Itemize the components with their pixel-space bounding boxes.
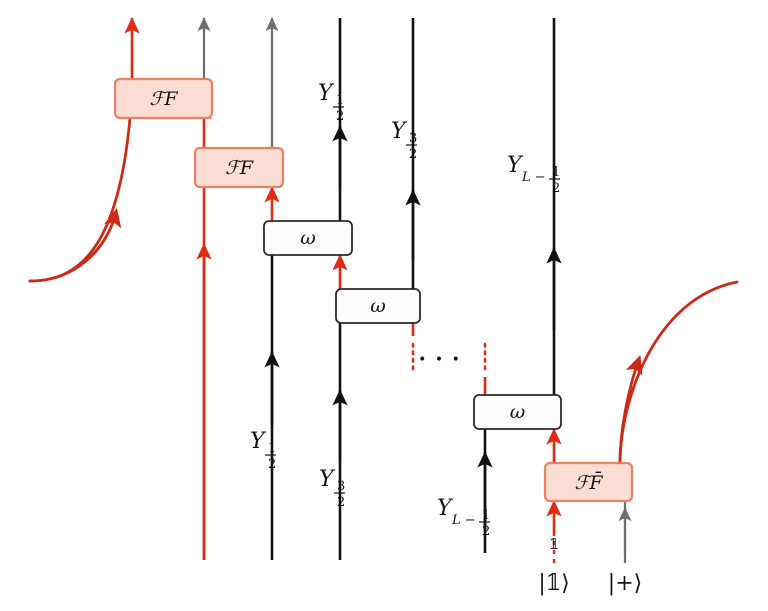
label-y-Lhalf-top-sub: L − [521,170,546,185]
curves-layer [28,116,739,466]
label-y-half-bottom: Y 1 2 [250,429,276,472]
label-y-3half-bottom-den: 2 [337,495,345,510]
label-y-Lhalf-bottom-sub: L − [451,513,476,528]
left-red-curve [28,116,132,283]
gate-f-2[interactable]: ℱF [193,146,285,189]
gate-f-2-box[interactable] [193,146,285,189]
label-y-half-top-base: Y [318,81,335,106]
gate-omega-2[interactable]: ω [335,288,421,324]
gate-fbar-box[interactable] [543,461,634,503]
gate-omega-2-box[interactable] [335,288,421,324]
label-y-Lhalf-top-num: 1 [552,165,560,180]
gate-f-1-box[interactable] [113,77,214,120]
gate-omega-3-box[interactable] [473,394,562,430]
label-y-Lhalf-bottom-num: 1 [482,508,490,523]
left-red-curve-arrowhead [28,207,122,283]
label-y-half-bottom-num: 1 [268,441,276,456]
gate-f-2-label: ℱF [225,157,254,179]
label-y-half-bottom-base: Y [250,429,267,454]
label-y-Lhalf-top-den: 2 [552,181,560,196]
label-y-3half-bottom-base: Y [319,467,336,492]
label-y-3half-top-den: 2 [409,147,417,162]
gate-omega-3[interactable]: ω [473,394,562,430]
label-y-half-top: Y 1 2 [318,81,344,124]
label-y-3half-top-num: 3 [409,131,417,146]
gate-fbar[interactable]: ℱF̄ [543,461,634,503]
gate-omega-2-label: ω [370,295,386,317]
ket-plus-label: |+⟩ [608,571,642,596]
label-y-Lhalf-bottom-base: Y [437,496,454,521]
gate-omega-1-label: ω [300,227,316,249]
identity-marker: 𝟙 [549,535,559,553]
label-y-half-bottom-den: 2 [268,457,276,472]
label-y-3half-top: Y 3 2 [391,119,417,162]
gate-omega-1-box[interactable] [263,220,353,256]
gate-f-1-label: ℱF [149,88,178,110]
ket-one-label: |𝟙⟩ [538,571,569,596]
gate-omega-1[interactable]: ω [263,220,353,256]
label-y-3half-bottom: Y 3 2 [319,467,345,510]
labels-layer: Y 1 2 Y 3 2 Y L − 1 2 Y 1 2 Y [250,81,642,596]
label-y-3half-bottom-num: 3 [337,479,345,494]
label-y-Lhalf-top: Y L − 1 2 [507,153,560,196]
label-y-Lhalf-bottom-den: 2 [482,524,490,539]
gate-fbar-label: ℱF̄ [574,471,603,494]
label-y-Lhalf-bottom: Y L − 1 2 [437,496,490,539]
right-red-curve [618,280,739,466]
label-y-half-top-den: 2 [336,109,344,124]
label-y-Lhalf-top-base: Y [507,153,524,178]
gates-layer: ℱF ℱF ω ω ω ℱF̄ [113,77,634,503]
label-y-half-top-num: 1 [336,93,344,108]
right-red-curve-arrowhead [618,355,643,466]
horizontal-ellipsis: • • • [418,352,462,368]
gate-f-1[interactable]: ℱF [113,77,214,120]
label-y-3half-top-base: Y [391,119,408,144]
wires-layer [124,17,632,563]
gate-omega-3-label: ω [510,401,526,423]
